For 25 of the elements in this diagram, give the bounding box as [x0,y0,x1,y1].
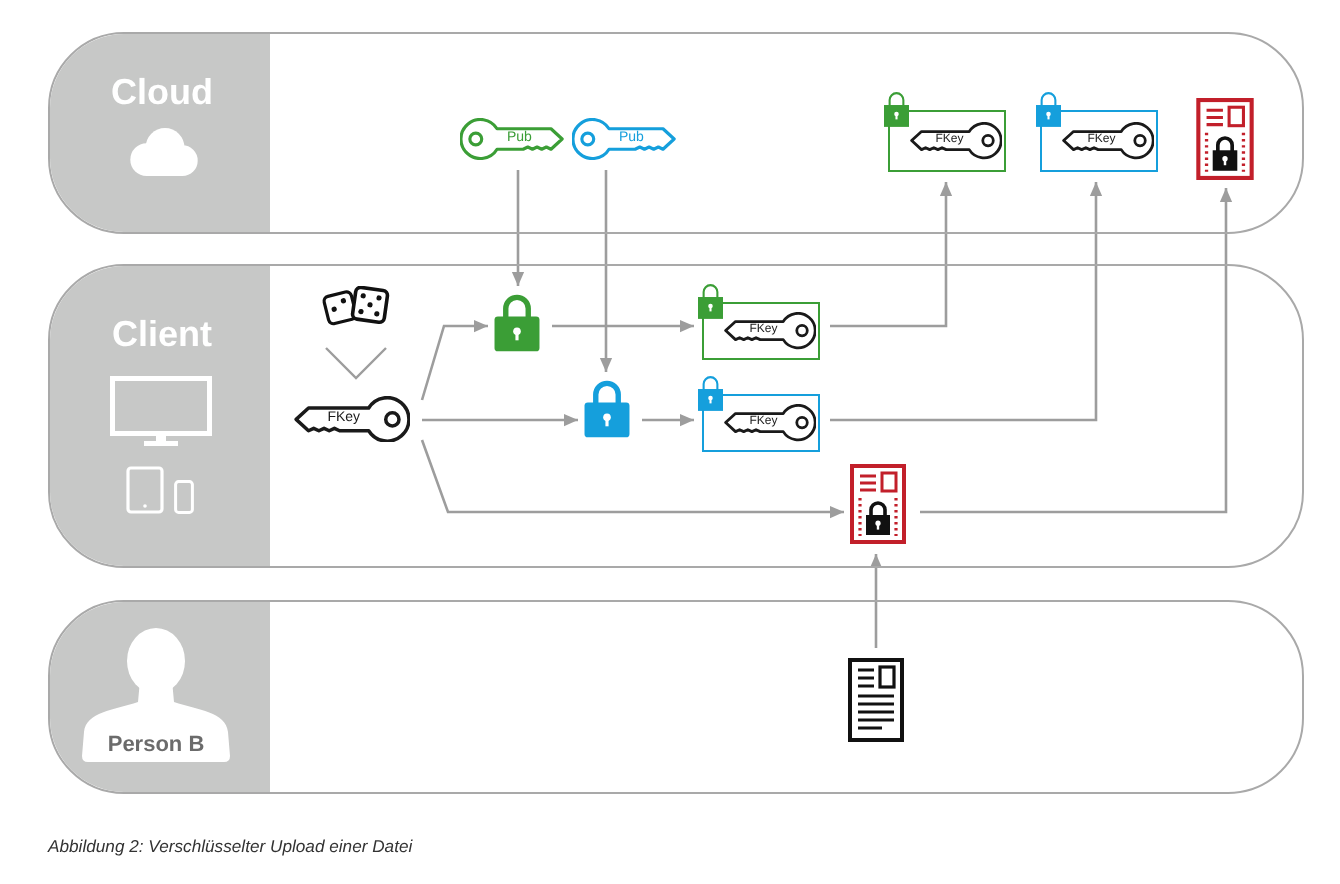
lane-title: Person B [107,734,205,756]
document-icon [848,658,904,742]
arrow [420,319,488,401]
arrow [642,413,694,427]
caption: Abbildung 2: Verschlüsselter Upload einer Datei [48,838,413,856]
swimlane [48,600,1304,794]
encrypted-document-icon [1196,98,1254,180]
lane-title: Cloud [111,74,213,110]
arrow [599,170,613,372]
encrypted-document-icon [850,464,906,544]
swimlane [48,264,1304,568]
padlock-icon [584,380,630,438]
arrow [420,439,844,519]
dice-icon [320,286,392,330]
arrow [552,319,694,333]
arrow [920,188,1233,514]
chevron-arrow [325,347,387,380]
padlock-icon [494,294,540,352]
arrow [830,182,953,328]
arrow [422,413,578,427]
arrow [830,182,1103,422]
arrow [511,170,525,286]
swimlane [48,32,1304,234]
arrow [869,554,883,648]
lane-title: Client [112,316,212,352]
